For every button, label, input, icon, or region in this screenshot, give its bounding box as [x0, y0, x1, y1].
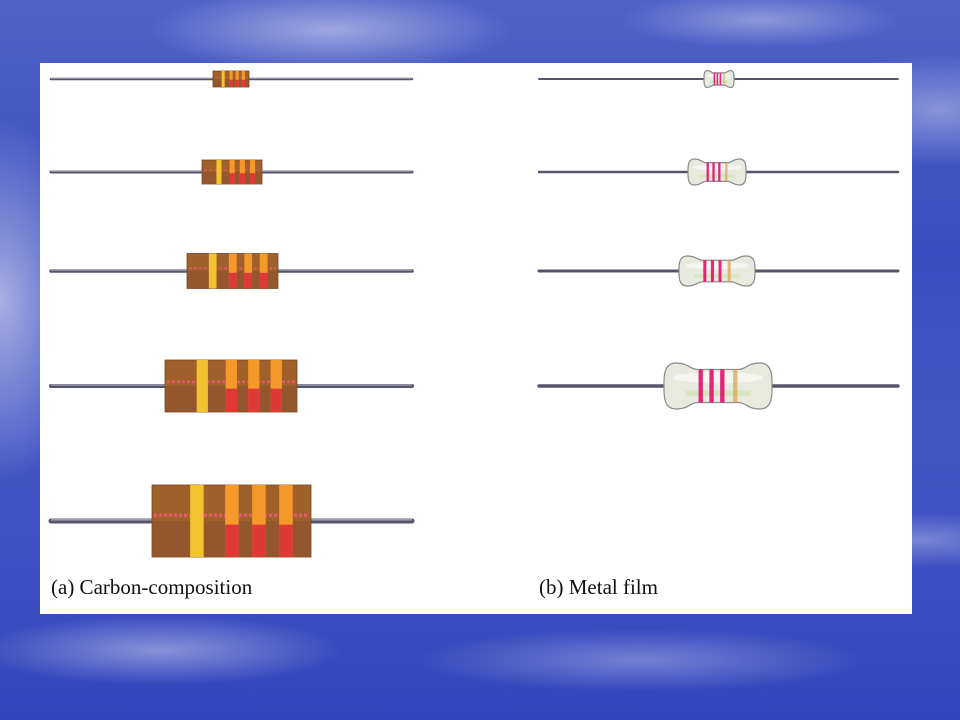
color-band-1-shade [225, 388, 237, 412]
color-band-2-shade [239, 173, 245, 184]
color-band-2-shade [235, 79, 239, 87]
metal-film-resistor-4 [537, 362, 900, 410]
metal-film-resistor-3 [537, 255, 900, 287]
color-band-1 [713, 72, 716, 86]
color-band-2 [235, 71, 239, 87]
color-band-3-shade [259, 272, 268, 289]
color-band-1-shade [228, 272, 237, 289]
color-band-1-shade [229, 173, 235, 184]
body-highlight [685, 262, 749, 270]
color-band-4 [727, 260, 731, 282]
color-band-2 [712, 162, 715, 182]
resistor-body [678, 255, 756, 287]
carbon-resistor-1 [49, 70, 414, 88]
color-band-4 [725, 162, 728, 182]
color-band-1 [229, 160, 235, 184]
caption-metal-film: (b) Metal film [539, 575, 658, 599]
color-band-2 [716, 72, 719, 86]
color-band-2-shade [252, 524, 266, 557]
color-band-2 [239, 160, 245, 184]
body-tint [685, 390, 751, 397]
color-band-3-shade [279, 524, 293, 557]
color-band-3 [718, 162, 721, 182]
color-band-2 [710, 260, 714, 282]
color-band-1-shade [225, 524, 239, 557]
carbon-resistor-4 [49, 359, 414, 413]
color-band-1 [229, 71, 233, 87]
tolerance-band [196, 360, 208, 412]
color-band-2-shade [244, 272, 253, 289]
color-band-3 [270, 360, 282, 412]
metal-film-resistor-2 [537, 158, 900, 186]
color-band-2 [244, 253, 253, 289]
color-band-1 [698, 369, 703, 403]
carbon-resistor-5 [48, 484, 415, 558]
carbon-composition-resistors [48, 70, 415, 558]
color-band-3 [720, 369, 725, 403]
color-band-3-shade [250, 173, 256, 184]
color-band-3 [719, 72, 722, 86]
color-band-2 [248, 360, 260, 412]
color-band-1-shade [229, 79, 233, 87]
color-band-3 [250, 160, 256, 184]
body-tint [710, 80, 728, 83]
color-band-3-shade [270, 388, 282, 412]
caption-carbon-composition: (a) Carbon-composition [51, 575, 253, 599]
color-band-1 [703, 260, 707, 282]
color-band-2 [709, 369, 714, 403]
color-band-4 [723, 72, 725, 86]
body-tint [694, 274, 740, 278]
color-band-1 [706, 162, 709, 182]
body-highlight [706, 73, 732, 78]
metal-film-resistor-1 [538, 69, 899, 89]
tolerance-band [221, 71, 225, 87]
body-tint [699, 174, 735, 178]
tolerance-band [208, 253, 217, 289]
resistor-body [703, 69, 735, 89]
color-band-1 [228, 253, 237, 289]
resistor-body [663, 362, 773, 410]
carbon-resistor-3 [49, 253, 414, 289]
metal-film-resistors [537, 69, 900, 410]
resistor-body [687, 158, 747, 186]
color-band-3 [718, 260, 722, 282]
resistor-figure [48, 69, 900, 558]
color-band-1 [225, 360, 237, 412]
carbon-resistor-2 [49, 159, 414, 185]
body-highlight [672, 372, 764, 384]
tolerance-band [216, 160, 222, 184]
color-band-3 [241, 71, 245, 87]
body-highlight [692, 164, 742, 171]
tolerance-band [190, 485, 204, 557]
color-band-3-shade [241, 79, 245, 87]
color-band-4 [733, 369, 738, 403]
figure-panel: (a) Carbon-composition (b) Metal film [40, 63, 912, 614]
color-band-2-shade [248, 388, 260, 412]
color-band-3 [259, 253, 268, 289]
